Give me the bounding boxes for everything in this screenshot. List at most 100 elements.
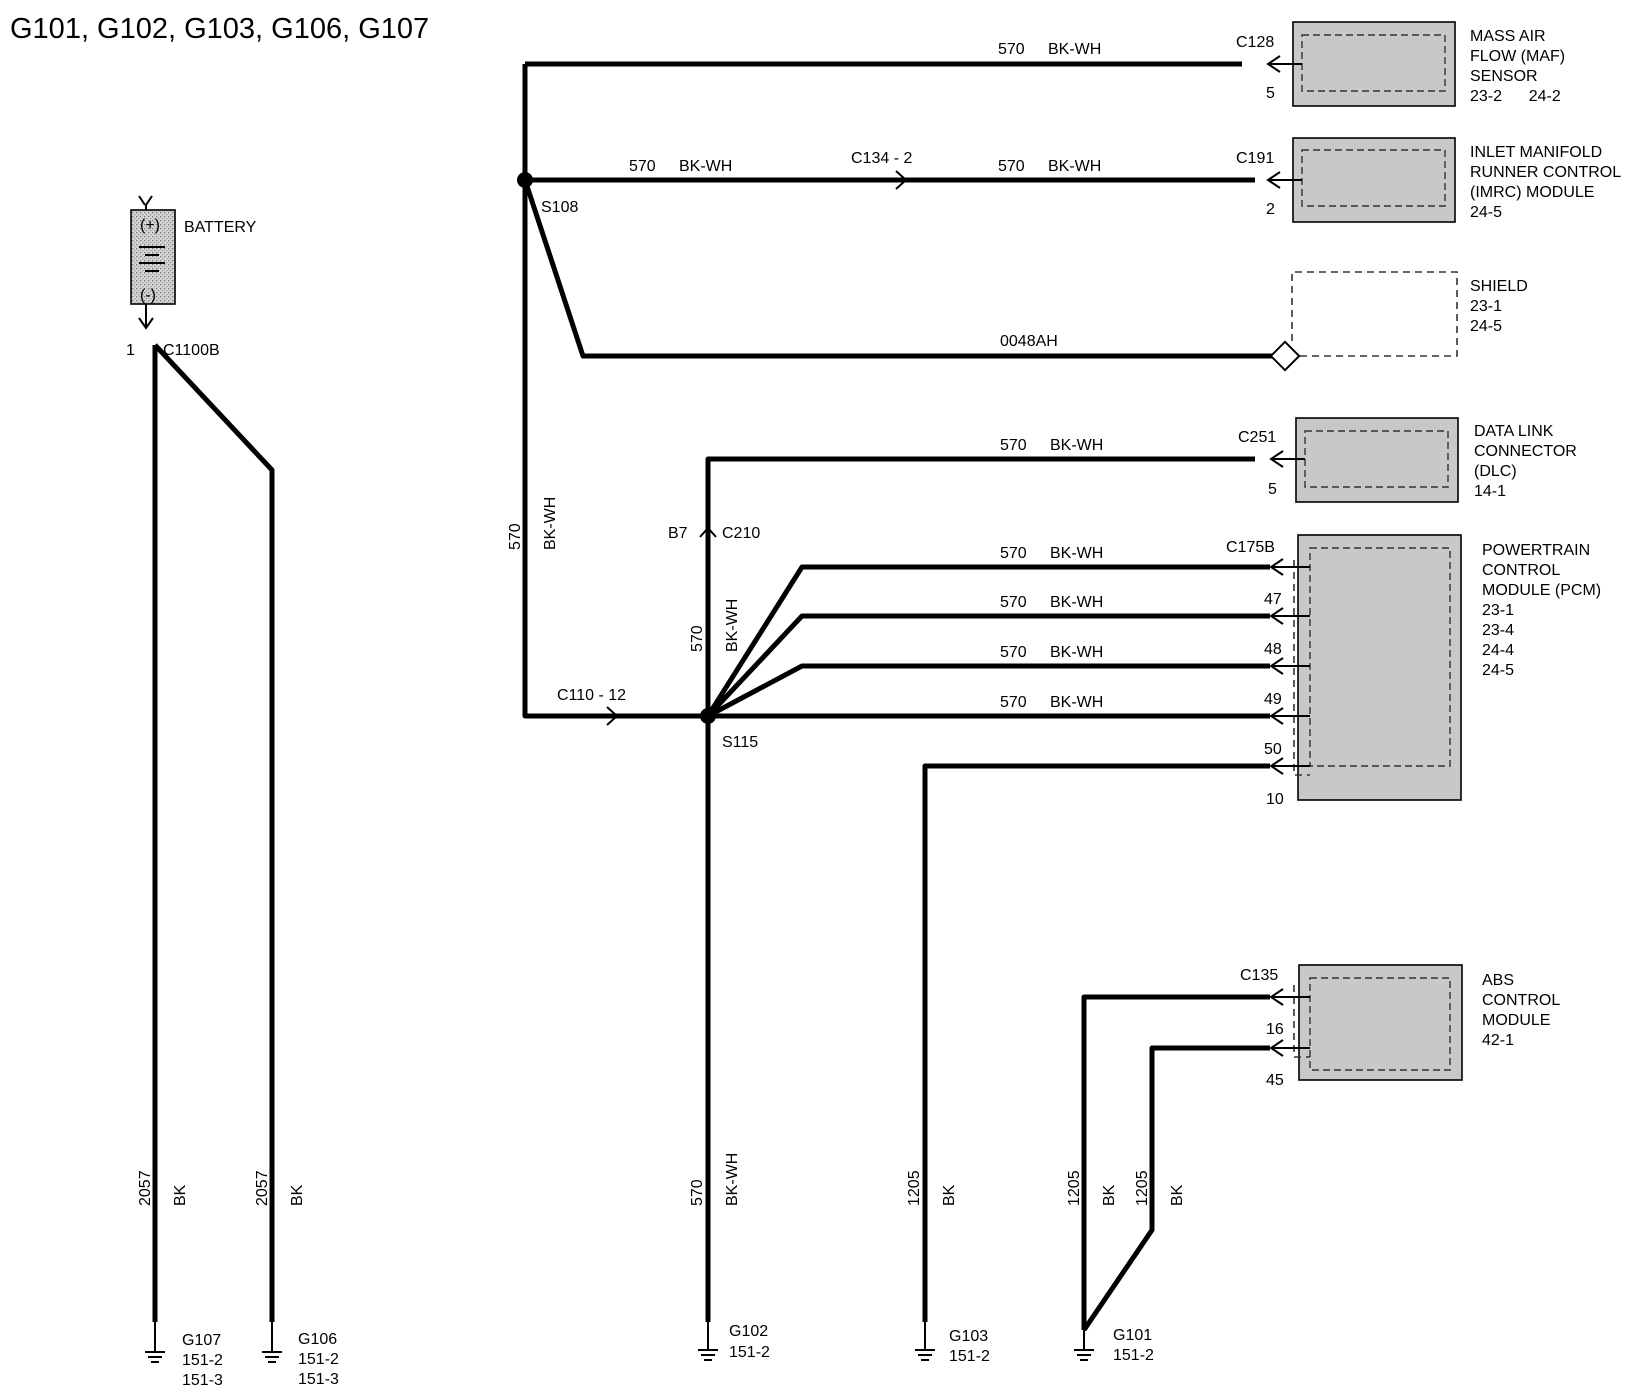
ground-g103-icon xyxy=(915,1322,935,1361)
pcm-47-wire-number: 570 xyxy=(1000,545,1027,562)
imrc-wire-number-1: 570 xyxy=(629,158,656,175)
svg-text:(DLC): (DLC) xyxy=(1474,463,1517,480)
svg-text:POWERTRAIN: POWERTRAIN xyxy=(1482,542,1590,559)
g103-wire-number: 1205 xyxy=(906,1170,923,1206)
pcm-50-wire-color: BK-WH xyxy=(1050,694,1103,711)
svg-text:151-2: 151-2 xyxy=(729,1344,770,1361)
pcm-pin-49-arrow xyxy=(1269,657,1284,675)
wire-570-pcm-47 xyxy=(705,564,1270,718)
wire-1205-abs-45 xyxy=(1081,1045,1270,1332)
g101-wire-number-2: 1205 xyxy=(1134,1170,1151,1206)
svg-text:151-3: 151-3 xyxy=(182,1372,223,1389)
g101-wire-number-1: 1205 xyxy=(1066,1170,1083,1206)
dlc-pin: 5 xyxy=(1268,481,1277,498)
svg-text:SENSOR: SENSOR xyxy=(1470,68,1538,85)
inline-c134: C134 - 2 xyxy=(851,150,912,167)
svg-text:G106: G106 xyxy=(298,1331,337,1348)
svg-text:RUNNER CONTROL: RUNNER CONTROL xyxy=(1470,164,1621,181)
svg-text:DATA LINK: DATA LINK xyxy=(1474,423,1554,440)
pcm-pin-49: 49 xyxy=(1264,691,1282,708)
ground-g102-icon xyxy=(698,1322,718,1361)
ground-g101-label: G101 151-2 xyxy=(1113,1327,1154,1364)
maf-sensor xyxy=(1266,21,1456,107)
maf-wire-color: BK-WH xyxy=(1048,41,1101,58)
battery-pin: 1 xyxy=(126,342,135,359)
abs-pin-45-arrow xyxy=(1269,1039,1284,1057)
splice-s115-label: S115 xyxy=(722,734,758,751)
svg-text:FLOW (MAF): FLOW (MAF) xyxy=(1470,48,1565,65)
abs-pin-16: 16 xyxy=(1266,1021,1284,1038)
imrc-module xyxy=(1266,137,1456,223)
dlc-wire-number: 570 xyxy=(1000,437,1027,454)
ground-g107-icon xyxy=(145,1322,165,1363)
imrc-pin-arrow xyxy=(1266,171,1281,189)
splice-s108-label: S108 xyxy=(541,199,578,216)
maf-pin-arrow xyxy=(1266,55,1281,73)
shield xyxy=(1269,271,1458,372)
wire-1205-pcm-10 xyxy=(922,763,1270,1322)
pcm-pin-47: 47 xyxy=(1264,591,1282,608)
pcm-name: POWERTRAIN CONTROL MODULE (PCM) 23-1 23-… xyxy=(1482,542,1601,679)
imrc-name: INLET MANIFOLD RUNNER CONTROL (IMRC) MOD… xyxy=(1470,144,1621,221)
inline-c210: C210 xyxy=(722,525,760,542)
pcm-48-wire-number: 570 xyxy=(1000,594,1027,611)
pcm-pin-50: 50 xyxy=(1264,741,1282,758)
dlc-name: DATA LINK CONNECTOR (DLC) 14-1 xyxy=(1474,423,1577,500)
svg-text:151-2: 151-2 xyxy=(949,1348,990,1365)
maf-connector: C128 xyxy=(1236,34,1274,51)
svg-text:ABS: ABS xyxy=(1482,972,1514,989)
imrc-wire-color-2: BK-WH xyxy=(1048,158,1101,175)
wire-570-pcm-49 xyxy=(706,663,1270,719)
pcm-49-wire-number: 570 xyxy=(1000,644,1027,661)
svg-text:151-2: 151-2 xyxy=(182,1352,223,1369)
abs-pin-45: 45 xyxy=(1266,1072,1284,1089)
wire-570-dlc xyxy=(705,456,1255,716)
g102-wire-color: BK-WH xyxy=(724,1153,741,1206)
inline-c110: C110 - 12 xyxy=(557,687,626,704)
pcm-connector: C175B xyxy=(1226,539,1275,556)
pcm-pin-48: 48 xyxy=(1264,641,1282,658)
abs-name: ABS CONTROL MODULE 42-1 xyxy=(1482,972,1560,1049)
wire-1205-abs-16 xyxy=(1081,994,1270,1330)
svg-text:G101: G101 xyxy=(1113,1327,1152,1344)
ground-g101-icon xyxy=(1074,1330,1094,1361)
battery-positive-symbol: (+) xyxy=(140,217,160,234)
maf-pin: 5 xyxy=(1266,85,1275,102)
imrc-wire-number-2: 570 xyxy=(998,158,1025,175)
inline-b7: B7 xyxy=(668,525,688,542)
imrc-connector: C191 xyxy=(1236,150,1274,167)
svg-text:24-5: 24-5 xyxy=(1482,662,1514,679)
g101-wire-color-1: BK xyxy=(1101,1184,1118,1206)
wire-2057-number-2: 2057 xyxy=(254,1170,271,1206)
maf-name: MASS AIR FLOW (MAF) SENSOR 23-2 24-2 xyxy=(1470,28,1565,105)
imrc-wire-color-1: BK-WH xyxy=(679,158,732,175)
battery: (+) (-) xyxy=(130,195,176,305)
s115-up-wire-number: 570 xyxy=(689,625,706,652)
pcm-50-wire-number: 570 xyxy=(1000,694,1027,711)
wire-2057-color: BK xyxy=(172,1184,189,1206)
ground-g102-label: G102 151-2 xyxy=(729,1323,770,1361)
svg-text:151-2: 151-2 xyxy=(1113,1347,1154,1364)
pcm-48-wire-color: BK-WH xyxy=(1050,594,1103,611)
svg-text:CONTROL: CONTROL xyxy=(1482,992,1560,1009)
ground-g106-label: G106 151-2 151-3 xyxy=(298,1331,339,1388)
battery-negative-symbol: (-) xyxy=(140,287,156,304)
data-link-connector xyxy=(1269,417,1459,503)
pcm-pin-48-arrow xyxy=(1269,607,1284,625)
svg-text:MODULE: MODULE xyxy=(1482,1012,1550,1029)
abs-pin-16-arrow xyxy=(1269,988,1284,1006)
battery-connector: C1100B xyxy=(163,342,220,359)
svg-text:MASS AIR: MASS AIR xyxy=(1470,28,1546,45)
s115-up-wire-color: BK-WH xyxy=(724,599,741,652)
ground-g103-label: G103 151-2 xyxy=(949,1328,990,1365)
svg-text:(IMRC) MODULE: (IMRC) MODULE xyxy=(1470,184,1594,201)
ground-g107-label: G107 151-2 151-3 xyxy=(182,1332,223,1389)
wire-0048ah-shield xyxy=(522,179,1280,359)
g101-wire-color-2: BK xyxy=(1169,1184,1186,1206)
powertrain-control-module xyxy=(1269,534,1462,801)
dlc-wire-color: BK-WH xyxy=(1050,437,1103,454)
wire-2057-color-2: BK xyxy=(289,1184,306,1206)
splice-s108 xyxy=(517,172,533,188)
shield-name: SHIELD 23-1 24-5 xyxy=(1470,278,1528,335)
